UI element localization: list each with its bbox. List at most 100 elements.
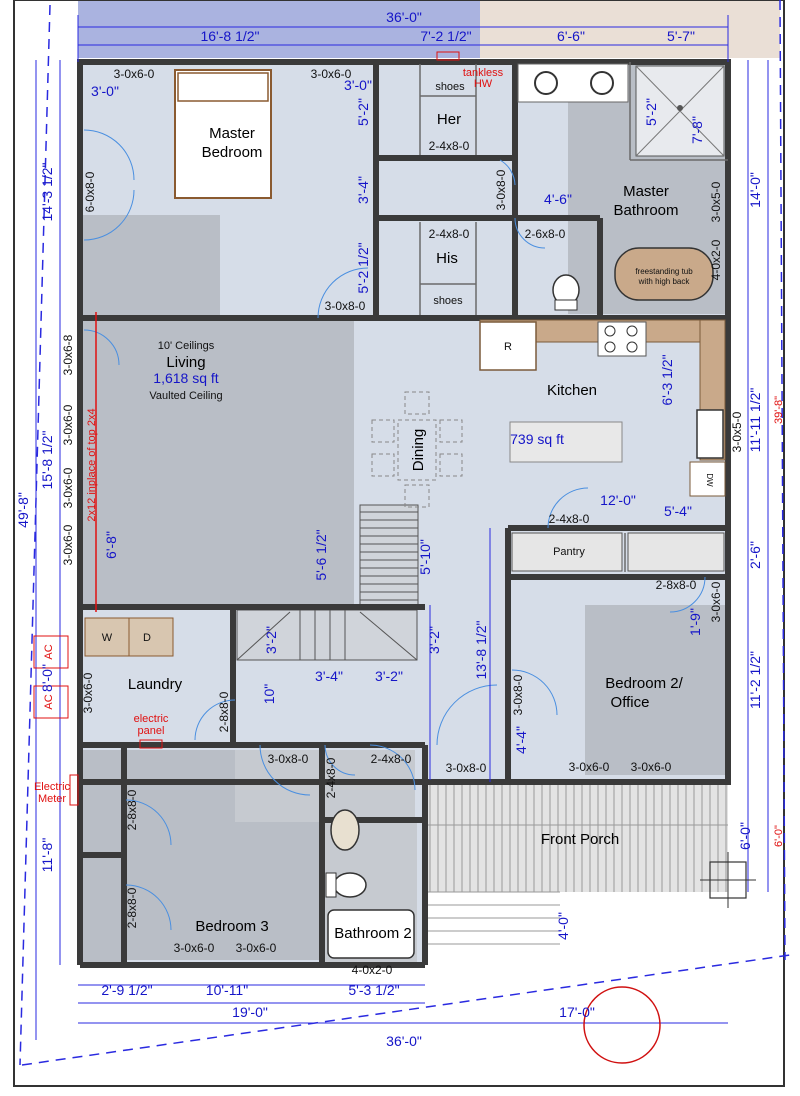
outer-frame bbox=[13, 0, 785, 1087]
dim-left-b: 15'-8 1/2" bbox=[39, 430, 55, 489]
tub-label-line2: with high back bbox=[638, 277, 691, 286]
tag-2-8x8-0-a: 2-8x8-0 bbox=[656, 578, 697, 592]
dim-5-10: 5'-10" bbox=[417, 539, 433, 575]
master-bed-headboard bbox=[177, 72, 269, 102]
tag-2-8x8-0-d: 2-8x8-0 bbox=[125, 887, 139, 928]
dim-10: 10" bbox=[261, 684, 277, 705]
tag-bed2-w-a: 3-0x6-0 bbox=[569, 760, 610, 774]
dim-6-3-half: 6'-3 1/2" bbox=[659, 354, 675, 405]
tag-bed3-w-a: 3-0x6-0 bbox=[174, 941, 215, 955]
master-bedroom-label-line2: Bedroom bbox=[202, 144, 263, 161]
tag-left-w2: 3-0x6-0 bbox=[61, 404, 75, 445]
top-neighbor-band-right bbox=[480, 0, 780, 58]
dim-top-c: 6'-6" bbox=[557, 28, 585, 44]
tag-3-0x8-0-d: 3-0x8-0 bbox=[446, 761, 487, 775]
dim-bottom-e: 5'-3 1/2" bbox=[348, 982, 399, 998]
his-closet-label: His bbox=[436, 250, 458, 267]
tankless-note-line1: tankless bbox=[463, 67, 504, 79]
master-bedroom-label-line1: Master bbox=[209, 125, 255, 142]
electric-meter-note-line2: Meter bbox=[38, 793, 66, 805]
dim-right-b: 11'-11 1/2" bbox=[747, 388, 763, 453]
pantry-label: Pantry bbox=[553, 546, 585, 558]
tag-6-0x8-0: 6-0x8-0 bbox=[83, 171, 97, 212]
stair-treads-horizontal bbox=[299, 610, 346, 660]
tag-3-0x8-0-c: 3-0x8-0 bbox=[268, 752, 309, 766]
dim-top-total: 36'-0" bbox=[386, 9, 422, 25]
dim-top-d: 5'-7" bbox=[667, 28, 695, 44]
refrigerator bbox=[479, 321, 537, 371]
tag-3-0x8-0-b: 3-0x8-0 bbox=[325, 299, 366, 313]
dim-5-2-b: 5'-2" bbox=[643, 98, 659, 126]
ac-note-1: AC bbox=[43, 644, 55, 659]
tag-pantry-door: 2-4x8-0 bbox=[549, 512, 590, 526]
bedroom2-label: Bedroom 2/Office bbox=[605, 675, 683, 711]
dim-7-8: 7'-8" bbox=[689, 116, 705, 144]
door-swings bbox=[83, 129, 706, 931]
stair-arrow-2 bbox=[359, 611, 418, 661]
tag-laundry-w: 3-0x6-0 bbox=[81, 672, 95, 713]
pantry-shelf-2 bbox=[627, 532, 725, 572]
dim-right-d: 11'-2 1/2" bbox=[747, 651, 763, 709]
dim-left-d: 8'-0" bbox=[39, 664, 55, 692]
closet-b3-a bbox=[82, 750, 126, 854]
dim-3-2-a: 3'-2" bbox=[263, 626, 279, 654]
dim-left-a: 14'-3 1/2" bbox=[39, 162, 55, 221]
dim-4-0: 4'-0" bbox=[555, 912, 571, 940]
electric-panel-note-line2: panel bbox=[138, 725, 165, 737]
master-bathroom-label-line2: Bathroom bbox=[613, 202, 678, 219]
dim-top-a: 16'-8 1/2" bbox=[200, 28, 259, 44]
electric-panel bbox=[139, 739, 163, 749]
vanity bbox=[517, 63, 629, 103]
kitchen-area-label: 739 sq ft bbox=[510, 431, 564, 447]
range-label: R bbox=[504, 341, 512, 353]
toilet-bath2-icon bbox=[333, 872, 367, 898]
dim-bottom-total: 36'-0" bbox=[386, 1033, 422, 1049]
tag-2-8x8-0-b: 2-8x8-0 bbox=[217, 691, 231, 732]
tag-w1: 3-0x6-0 bbox=[114, 67, 155, 81]
vaulted-label: Vaulted Ceiling bbox=[149, 390, 222, 402]
tag-bath-w2: 4-0x2-0 bbox=[709, 239, 723, 280]
dining-label: Dining bbox=[410, 429, 427, 472]
dim-3-0-a: 3'-0" bbox=[91, 83, 119, 99]
tag-his-door: 2-4x8-0 bbox=[429, 227, 470, 241]
tag-left-w3: 3-0x6-0 bbox=[61, 467, 75, 508]
dim-top-b: 7'-2 1/2" bbox=[420, 28, 471, 44]
bedroom2-label-line1: Bedroom 2/ bbox=[605, 675, 683, 692]
dim-4-4: 4'-4" bbox=[513, 726, 529, 754]
tag-3-0x8-0-a: 3-0x8-0 bbox=[494, 169, 508, 210]
cooktop bbox=[597, 321, 647, 357]
dryer-label: D bbox=[143, 632, 151, 644]
stair-arrow-1 bbox=[236, 611, 291, 661]
dining-table bbox=[371, 391, 463, 508]
tag-left-w1: 3-0x6-8 bbox=[61, 334, 75, 375]
living-floor bbox=[82, 318, 354, 606]
dim-5-6-half: 5'-6 1/2" bbox=[313, 529, 329, 580]
laundry-label: Laundry bbox=[128, 676, 183, 693]
beam-note: 2x12 inplace of top 2x4 bbox=[86, 408, 98, 521]
tag-left-w4: 3-0x6-0 bbox=[61, 524, 75, 565]
tree-circle bbox=[583, 986, 661, 1064]
dim-12-0: 12'-0" bbox=[600, 492, 636, 508]
tag-kitchen-w: 3-0x5-0 bbox=[730, 411, 744, 452]
master-bedroom-floor bbox=[82, 215, 220, 315]
sink-bath2-icon bbox=[330, 809, 360, 851]
her-shoes-label: shoes bbox=[435, 81, 465, 93]
ceilings-label: 10' Ceilings bbox=[158, 340, 215, 352]
walls bbox=[77, 59, 731, 968]
tub-label-line1: freestanding tub bbox=[635, 267, 693, 276]
stair-run-vertical bbox=[359, 504, 419, 606]
property-line-right bbox=[779, 0, 786, 961]
pantry-shelf bbox=[511, 532, 623, 572]
tag-bed2-w: 3-0x6-0 bbox=[709, 581, 723, 622]
ac-unit-1 bbox=[33, 635, 69, 669]
dim-5-2-half: 5'-2 1/2" bbox=[355, 242, 371, 293]
ac-note-2: AC bbox=[43, 694, 55, 709]
freestanding-tub bbox=[614, 247, 714, 301]
dim-1-9: 1'-9" bbox=[687, 608, 703, 636]
front-porch-label: Front Porch bbox=[541, 831, 619, 848]
